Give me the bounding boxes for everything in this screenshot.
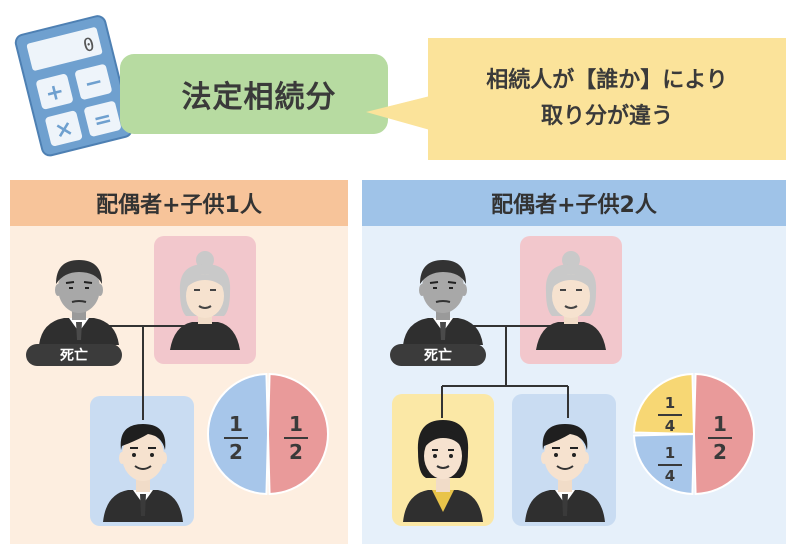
- speech-bubble-line1: 相続人が【誰か】により: [486, 68, 728, 93]
- plus-key: +: [43, 79, 67, 108]
- pie1-slice-1: [207, 372, 270, 496]
- pie2-slice-3: [692, 372, 755, 496]
- family-tree-lines-2: [441, 325, 569, 418]
- child-man-figure-2: [525, 424, 605, 522]
- deceased-man-figure-2: [403, 260, 483, 345]
- calculator-display: 0: [81, 34, 97, 57]
- pie-chart-1: [207, 372, 329, 496]
- deceased-man-figure: [39, 260, 119, 345]
- spouse-woman-figure-2: [536, 251, 606, 350]
- speech-bubble: 相続人が【誰か】により 取り分が違う: [428, 38, 786, 160]
- equals-key: =: [91, 106, 115, 135]
- deceased-label-2: 死亡: [424, 348, 452, 364]
- child-man-figure: [103, 424, 183, 522]
- minus-key: −: [82, 69, 106, 98]
- spouse-woman-figure: [170, 251, 240, 350]
- pie2-slice-2: [632, 432, 696, 496]
- deceased-badge-2: 死亡: [390, 344, 486, 366]
- family-tree-lines: [106, 325, 196, 420]
- deceased-label: 死亡: [60, 348, 88, 364]
- panel-1-heading: 配偶者+子供1人: [10, 180, 348, 226]
- calculator-icon: 0 + − × =: [14, 15, 133, 157]
- pie1-slice-2: [266, 372, 329, 496]
- speech-bubble-tail: [366, 96, 430, 130]
- pie-chart-2: [632, 372, 755, 496]
- child-woman-figure: [403, 420, 483, 522]
- times-key: ×: [52, 116, 76, 145]
- panel-2-heading-text: 配偶者+子供2人: [491, 193, 657, 218]
- panel-1-heading-text: 配偶者+子供1人: [96, 193, 262, 218]
- panel-2-heading: 配偶者+子供2人: [362, 180, 786, 226]
- title-label: 法定相続分: [181, 80, 337, 115]
- title-pill: 法定相続分: [120, 54, 388, 134]
- pie2-slice-1: [632, 372, 696, 436]
- speech-bubble-line2: 取り分が違う: [540, 104, 673, 129]
- deceased-badge: 死亡: [26, 344, 122, 366]
